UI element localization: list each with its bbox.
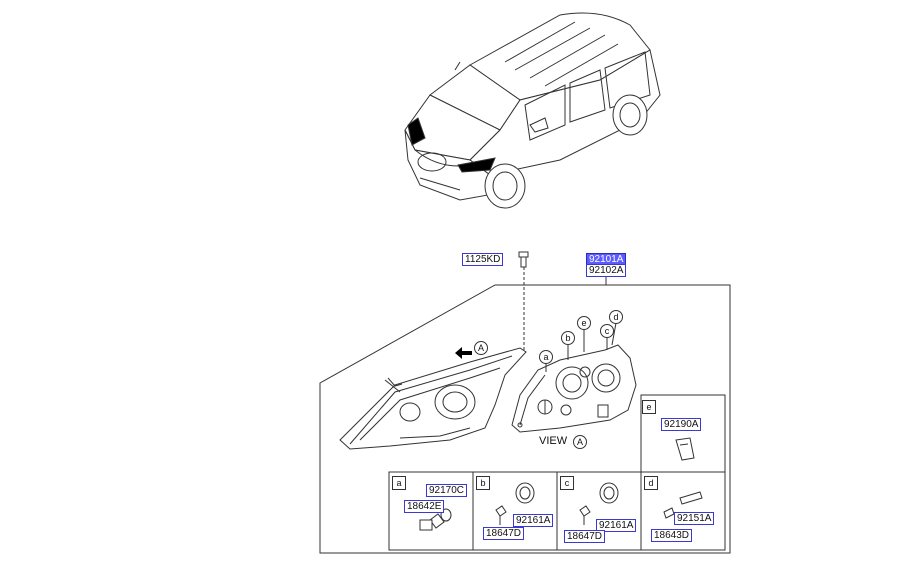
callout-A: A [474,341,488,355]
part-label-92151A[interactable]: 92151A [674,512,715,525]
assembly-frame [319,267,731,554]
headlamp-rear-view [511,344,637,433]
headlamp-side-view [339,347,527,450]
detail-tag-e: e [642,400,656,414]
part-label-92170C[interactable]: 92170C [426,484,468,497]
part-label-18647D-b[interactable]: 18647D [483,527,525,540]
detail-tag-c: c [560,476,574,490]
vehicle-illustration [404,12,661,209]
detail-parts [419,437,703,531]
callout-d: d [609,310,623,324]
detail-tag-a: a [392,476,406,490]
callout-e: e [577,316,591,330]
part-label-92161A-c[interactable]: 92161A [596,519,637,532]
callout-c: c [600,324,614,338]
part-label-1125KD[interactable]: 1125KD [462,253,504,266]
part-label-18642E[interactable]: 18642E [404,500,445,513]
bolt-part [518,251,529,268]
callout-leaders [545,322,617,372]
detail-tag-b: b [476,476,490,490]
part-label-92161A-b[interactable]: 92161A [513,514,554,527]
callout-a: a [539,350,553,364]
view-label: VIEW [539,435,568,447]
part-label-18643D[interactable]: 18643D [651,529,693,542]
view-ref-circle: A [573,435,587,449]
part-label-92102A[interactable]: 92102A [586,264,627,277]
detail-grid [388,394,726,551]
part-label-18647D-c[interactable]: 18647D [564,530,606,543]
view-arrow-icon [455,347,472,359]
part-label-92190A[interactable]: 92190A [661,418,702,431]
detail-tag-d: d [644,476,658,490]
callout-b: b [561,331,575,345]
